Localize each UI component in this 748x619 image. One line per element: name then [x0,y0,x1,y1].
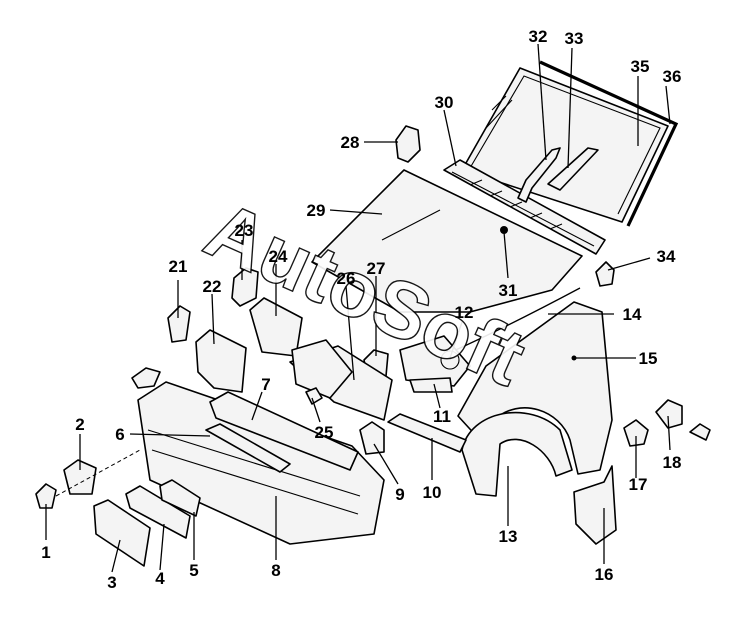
callout-24: 24 [269,247,288,266]
callout-31: 31 [499,281,518,300]
callout-8: 8 [271,561,280,580]
callout-5: 5 [189,561,198,580]
cowl-panel[interactable] [443,159,606,255]
callout-32: 32 [529,27,548,46]
callout-27: 27 [367,259,386,278]
wiper-blade[interactable] [547,147,599,191]
callout-16: 16 [595,565,614,584]
bracket-34[interactable] [595,261,615,287]
callout-11: 11 [433,407,451,426]
callout-12: 12 [455,303,474,322]
callout-4: 4 [155,569,165,588]
callout-1: 1 [41,543,50,562]
hood-hinge[interactable] [395,125,421,163]
license-plate[interactable] [93,499,151,567]
callout-25: 25 [315,423,334,442]
callout-13: 13 [499,527,518,546]
bracket-9[interactable] [359,421,385,455]
callout-29: 29 [307,201,326,220]
grille-23[interactable] [231,267,259,307]
license-holder[interactable] [125,485,191,539]
license-bracket[interactable] [159,479,201,517]
tow-cap[interactable] [35,483,57,509]
tow-bracket[interactable] [63,459,97,495]
leader-lines [45,43,671,573]
bracket-21[interactable] [167,305,191,343]
grille-24[interactable] [249,297,303,357]
callout-9: 9 [395,485,404,504]
callout-30: 30 [435,93,454,112]
callout-2: 2 [75,415,84,434]
bumper-reinforcement[interactable] [209,391,359,471]
callout-28: 28 [341,133,360,152]
callout-labels: 1 2 3 4 5 6 7 8 9 10 11 12 13 14 15 16 1… [41,27,681,592]
turn-signal-lamp[interactable] [409,377,453,393]
air-duct[interactable] [291,339,353,399]
wheel-arch-liner[interactable] [461,411,573,497]
fog-lamp-cap[interactable] [131,367,161,389]
windshield[interactable] [461,67,669,223]
fastener-18[interactable] [655,399,683,429]
callout-36: 36 [663,67,682,86]
callout-26: 26 [337,269,356,288]
callout-23: 23 [235,221,254,240]
callout-6: 6 [115,425,124,444]
bumper-bracket[interactable] [205,423,291,473]
callout-18: 18 [663,453,682,472]
callout-10: 10 [423,483,442,502]
mud-flap[interactable] [573,465,617,545]
clip-17[interactable] [623,419,649,447]
callout-34: 34 [657,247,676,266]
callout-33: 33 [565,29,584,48]
windshield-moulding[interactable] [539,60,679,227]
callout-7: 7 [261,375,270,394]
callout-35: 35 [631,57,650,76]
impact-absorber[interactable] [387,413,467,453]
cap-clip[interactable] [689,423,711,441]
callout-15: 15 [639,349,658,368]
callout-3: 3 [107,573,116,592]
hood[interactable] [311,169,583,313]
callout-22: 22 [203,277,222,296]
wiper-arm[interactable] [517,147,561,203]
bolt-25[interactable] [305,387,323,405]
callout-14: 14 [623,305,642,324]
callout-17: 17 [629,475,648,494]
grille-22[interactable] [195,329,247,393]
callout-21: 21 [169,257,188,276]
